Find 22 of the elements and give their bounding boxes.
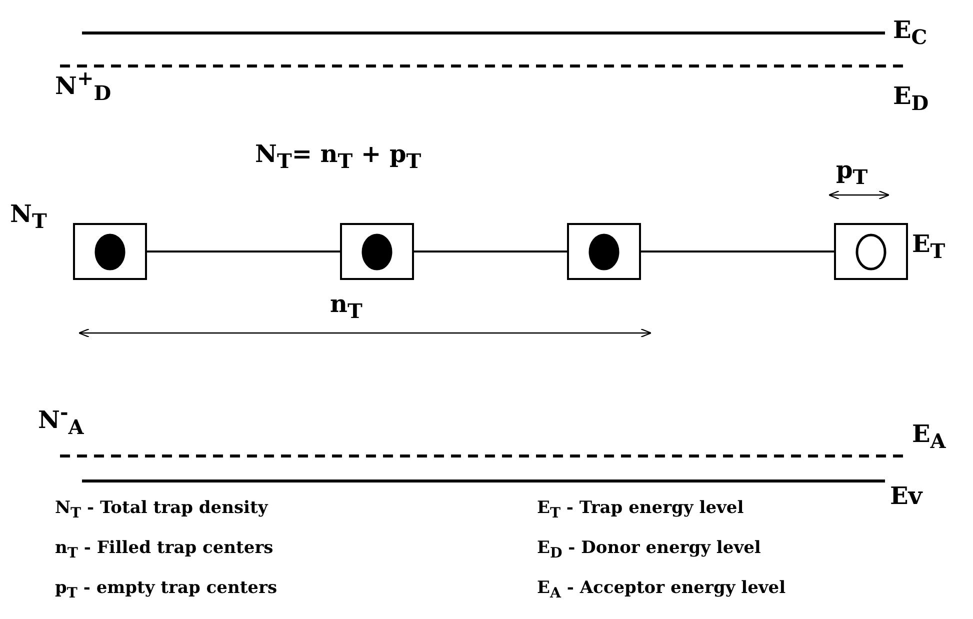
- energy-level-label: Ev: [890, 484, 922, 508]
- density-label: N$_{T}$: [10, 202, 47, 231]
- legend-text: E$_{A}$ - Acceptor energy level: [537, 580, 786, 601]
- legend-text: p$_{T}$ - empty trap centers: [55, 580, 278, 601]
- legend-text: E$_{T}$ - Trap energy level: [537, 500, 744, 521]
- energy-level-label: E$_{A}$: [912, 422, 946, 451]
- dimension-label: n$_{T}$: [330, 292, 362, 321]
- trap-box: [340, 223, 414, 280]
- connector-line: [641, 250, 834, 252]
- energy-level-label: E$_{T}$: [912, 232, 946, 261]
- equation-text: N$_{T}$= n$_{T}$ + p$_{T}$: [255, 142, 422, 171]
- connector-line: [414, 250, 567, 252]
- legend-text: n$_{T}$ - Filled trap centers: [55, 540, 274, 561]
- energy-level-label: E$_{D}$: [893, 84, 929, 113]
- energy-level-label: E$_{C}$: [893, 18, 928, 47]
- trap-box: [73, 223, 147, 280]
- dimension-label: p$_{T}$: [836, 158, 868, 187]
- connector-line: [147, 250, 340, 252]
- trap-box: [567, 223, 641, 280]
- legend-text: N$_{T}$ - Total trap density: [55, 500, 268, 521]
- trap-box: [834, 223, 908, 280]
- legend-text: E$_{D}$ - Donor energy level: [537, 540, 761, 561]
